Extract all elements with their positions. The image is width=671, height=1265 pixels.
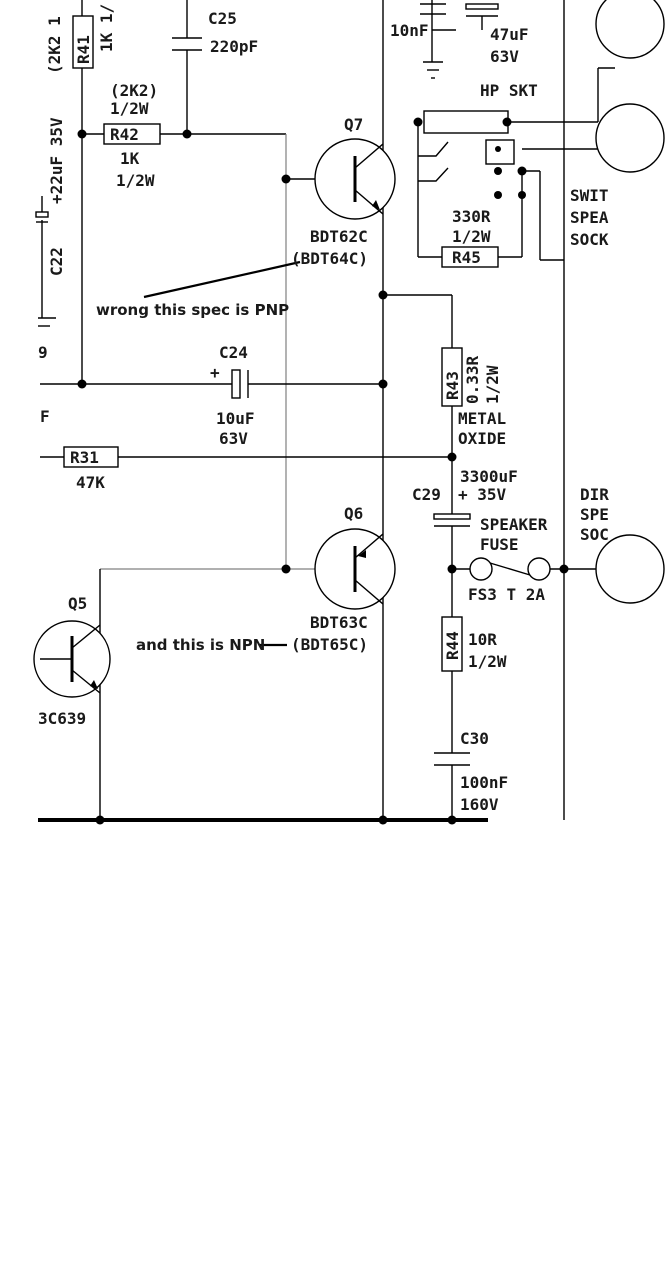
- transistor-q6: [314, 528, 396, 610]
- r44-ref: R44: [443, 631, 462, 660]
- r43-value: 0.33R: [463, 355, 482, 404]
- r41-ref: R41: [74, 35, 93, 64]
- r43-ref: R43: [443, 371, 462, 400]
- resistor-r42: [103, 123, 161, 145]
- wires: [38, 0, 615, 822]
- transistor-q5: [33, 620, 111, 698]
- c22-ref: C22: [47, 247, 66, 276]
- switch-label-1: SWIT: [570, 186, 609, 205]
- capacitor-top: [420, 3, 499, 30]
- r31-value: 47K: [76, 473, 105, 492]
- capacitor-c29: [433, 513, 471, 527]
- switch-label-3: SOCK: [570, 230, 609, 249]
- r41-alt: (2K2 1: [45, 16, 64, 74]
- dir-label-2: SPE: [580, 505, 609, 524]
- c25-value: 220pF: [210, 37, 258, 56]
- r44-value: 10R: [468, 630, 497, 649]
- r42-alt-rating: 1/2W: [110, 99, 149, 118]
- labels: (2K2 1 R41 1K 1/ C25 220pF +22uF 35V C22…: [38, 4, 609, 814]
- resistor-r31: [63, 446, 119, 468]
- transistor-q7: [314, 138, 396, 220]
- q5-ref: Q5: [68, 594, 87, 613]
- r43-type-2: OXIDE: [458, 429, 506, 448]
- c24-ref: C24: [219, 343, 248, 362]
- r43-rating: 1/2W: [483, 365, 502, 404]
- r31-ref: R31: [70, 448, 99, 467]
- c30-ref: C30: [460, 729, 489, 748]
- q5-part: 3C639: [38, 709, 86, 728]
- r45-ref: R45: [452, 248, 481, 267]
- r41-value: 1K 1/: [97, 4, 116, 52]
- c-top-value: 10nF: [390, 21, 429, 40]
- switch-label-2: SPEA: [570, 208, 609, 227]
- hp-skt-label: HP SKT: [480, 81, 538, 100]
- c29-rating: + 35V: [458, 485, 507, 504]
- q7-ref: Q7: [344, 115, 363, 134]
- capacitor-c25: [172, 37, 202, 51]
- c25-ref: C25: [208, 9, 237, 28]
- c29-ref: C29: [412, 485, 441, 504]
- edge-nine: 9: [38, 343, 48, 362]
- r44-rating: 1/2W: [468, 652, 507, 671]
- q6-ref: Q6: [344, 504, 363, 523]
- headphone-socket: [418, 110, 526, 199]
- c24-rating: 63V: [219, 429, 248, 448]
- q7-part: BDT62C: [310, 227, 368, 246]
- fuse-line-2: FUSE: [480, 535, 519, 554]
- r42-ref: R42: [110, 125, 139, 144]
- r45-value: 330R: [452, 207, 491, 226]
- q7-alt: (BDT64C): [291, 249, 368, 268]
- q6-part: BDT63C: [310, 613, 368, 632]
- edge-f: F: [40, 407, 50, 426]
- edge-connectors: [595, 0, 665, 604]
- resistor-r45: [441, 246, 499, 268]
- c24-value: 10uF: [216, 409, 255, 428]
- r42-alt: (2K2): [110, 81, 158, 100]
- r42-value: 1K: [120, 149, 140, 168]
- resistor-r41: [72, 15, 94, 69]
- speaker-fuse: [469, 557, 551, 581]
- r45-rating: 1/2W: [452, 227, 491, 246]
- capacitor-c22: [35, 196, 49, 223]
- c30-value: 100nF: [460, 773, 508, 792]
- c30-rating: 160V: [460, 795, 499, 814]
- q6-alt: (BDT65C): [291, 635, 368, 654]
- r42-rating: 1/2W: [116, 171, 155, 190]
- junctions: [77, 117, 569, 825]
- r43-type-1: METAL: [458, 409, 506, 428]
- fuse-ref: FS3 T 2A: [468, 585, 545, 604]
- resistor-r44: [441, 616, 463, 672]
- dir-label-1: DIR: [580, 485, 609, 504]
- pnp-pointer-line: [143, 260, 301, 299]
- c22-label: +22uF 35V: [47, 117, 66, 204]
- resistor-r43: [441, 347, 463, 407]
- capacitor-c30: [434, 752, 470, 766]
- dir-label-3: SOC: [580, 525, 609, 544]
- fuse-line-1: SPEAKER: [480, 515, 548, 534]
- pnp-annotation: wrong this spec is PNP: [96, 301, 289, 319]
- npn-annotation: and this is NPN: [136, 636, 265, 654]
- c-top2-rating: 63V: [490, 47, 519, 66]
- capacitor-c24: [231, 369, 249, 399]
- c-top2-value: 47uF: [490, 25, 529, 44]
- c24-plus: +: [210, 363, 220, 382]
- c29-value: 3300uF: [460, 467, 518, 486]
